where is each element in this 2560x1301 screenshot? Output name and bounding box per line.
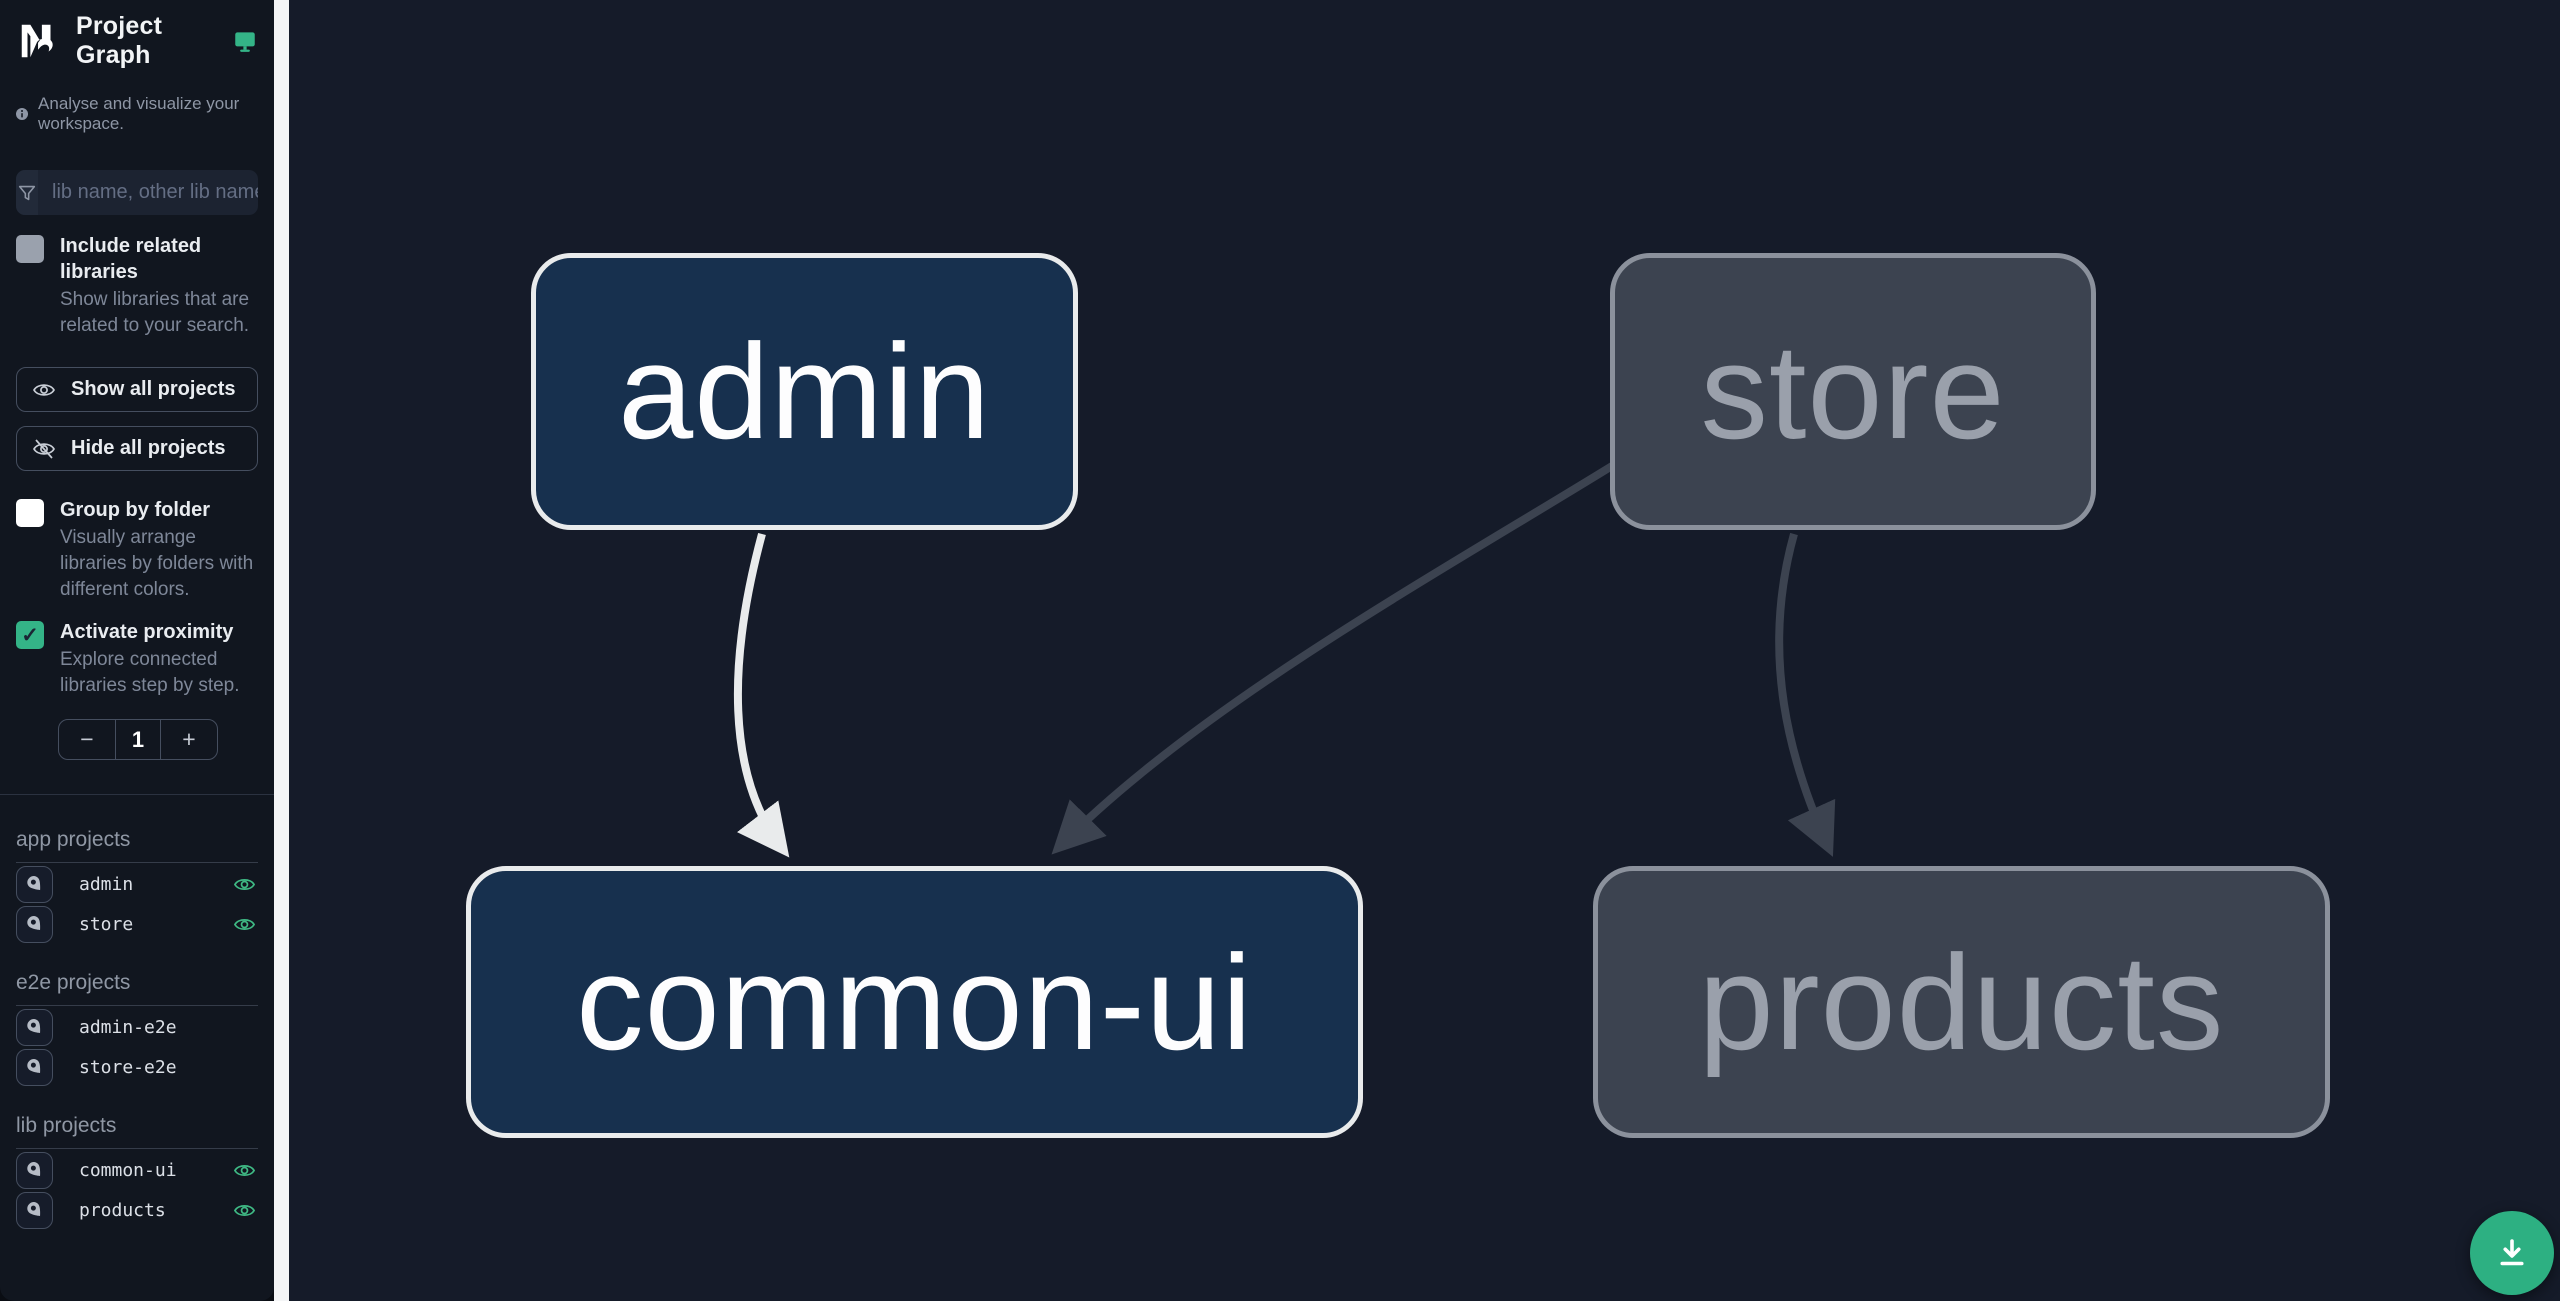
project-search [16, 170, 258, 215]
focus-project-button[interactable] [16, 1191, 53, 1229]
theme-monitor-icon[interactable] [232, 28, 258, 54]
focus-project-button[interactable] [16, 865, 53, 903]
node-label: store [1700, 316, 2006, 467]
project-row-products: products [16, 1191, 258, 1229]
option-activate-proximity: Activate proximity Explore connected lib… [0, 619, 274, 699]
activate-proximity-checkbox[interactable] [16, 621, 44, 649]
hide-all-projects-button[interactable]: Hide all projects [16, 426, 258, 471]
option-include-related: Include related libraries Show libraries… [0, 233, 274, 339]
focus-project-button[interactable] [16, 1151, 53, 1189]
proximity-increment-button[interactable]: + [160, 720, 217, 759]
focus-project-button[interactable] [16, 1008, 53, 1046]
section-app-projects: app projects admin [0, 828, 274, 943]
eye-off-icon [33, 438, 55, 459]
option-description: Explore connected libraries step by step… [60, 649, 240, 696]
proximity-value: 1 [131, 726, 145, 752]
info-icon [16, 107, 29, 121]
search-input[interactable] [38, 170, 258, 215]
option-label: Include related libraries [60, 235, 202, 283]
show-all-label: Show all projects [71, 378, 236, 400]
focus-pin-icon [26, 1019, 40, 1034]
project-name: common-ui [79, 1159, 177, 1181]
focus-pin-icon [26, 1059, 40, 1074]
proximity-stepper: − 1 + [58, 719, 218, 760]
option-description: Show libraries that are related to your … [60, 289, 250, 336]
project-name: store-e2e [79, 1056, 177, 1078]
project-row-store: store [16, 905, 258, 943]
filter-icon [16, 170, 38, 215]
edge-admin-to-common-ui[interactable] [733, 532, 790, 858]
option-label: Activate proximity [60, 621, 234, 643]
show-all-projects-button[interactable]: Show all projects [16, 367, 258, 412]
focus-pin-icon [26, 1202, 40, 1217]
graph-node-store[interactable]: store [1610, 253, 2096, 530]
node-label: products [1698, 926, 2225, 1078]
project-row-admin: admin [16, 865, 258, 903]
node-label: common-ui [576, 926, 1253, 1078]
download-icon [2500, 1239, 2524, 1266]
graph-node-products[interactable]: products [1593, 866, 2330, 1138]
option-description: Visually arrange libraries by folders wi… [60, 527, 254, 600]
graph-node-common-ui[interactable]: common-ui [466, 866, 1363, 1138]
project-visible-eye-icon[interactable] [233, 1199, 256, 1222]
project-name: products [79, 1199, 166, 1221]
tagline-text: Analyse and visualize your workspace. [38, 94, 240, 133]
graph-node-admin[interactable]: admin [531, 253, 1078, 530]
nx-logo-icon [21, 24, 53, 58]
eye-icon [33, 383, 55, 396]
focus-project-button[interactable] [16, 905, 53, 943]
option-group-by-folder: Group by folder Visually arrange librari… [0, 497, 274, 603]
section-title: app projects [16, 828, 258, 863]
sidebar-resize-divider[interactable] [274, 0, 289, 1301]
include-related-checkbox[interactable] [16, 235, 44, 263]
focus-pin-icon [26, 916, 40, 931]
node-label: admin [618, 316, 991, 467]
project-row-admin-e2e: admin-e2e [16, 1008, 258, 1046]
section-e2e-projects: e2e projects admin-e2e [0, 971, 274, 1086]
download-graph-button[interactable] [2470, 1211, 2554, 1295]
project-name: store [79, 913, 134, 935]
group-by-folder-checkbox[interactable] [16, 499, 44, 527]
sidebar-separator [0, 794, 274, 795]
project-visible-eye-icon[interactable] [233, 913, 256, 936]
section-lib-projects: lib projects common-ui [0, 1114, 274, 1229]
brand-header: Project Graph [0, 0, 274, 69]
focus-project-button[interactable] [16, 1048, 53, 1086]
project-row-store-e2e: store-e2e [16, 1048, 258, 1086]
project-name: admin-e2e [79, 1016, 177, 1038]
focus-pin-icon [26, 876, 40, 891]
focus-pin-icon [26, 1162, 40, 1177]
app-title: Project Graph [76, 12, 163, 69]
option-label: Group by folder [60, 499, 210, 521]
section-title: lib projects [16, 1114, 258, 1149]
hide-all-label: Hide all projects [71, 437, 226, 459]
section-title: e2e projects [16, 971, 258, 1006]
sidebar: Project Graph Analyse and visualize your… [0, 0, 274, 1301]
edge-store-to-products[interactable] [1775, 532, 1836, 857]
project-visible-eye-icon[interactable] [233, 873, 256, 896]
project-name: admin [79, 873, 134, 895]
edge-store-to-common-ui[interactable] [1051, 462, 1615, 855]
project-row-common-ui: common-ui [16, 1151, 258, 1189]
project-visible-eye-icon[interactable] [233, 1159, 256, 1182]
proximity-decrement-button[interactable]: − [59, 720, 116, 759]
workspace-tagline: Analyse and visualize your workspace. [0, 94, 274, 134]
